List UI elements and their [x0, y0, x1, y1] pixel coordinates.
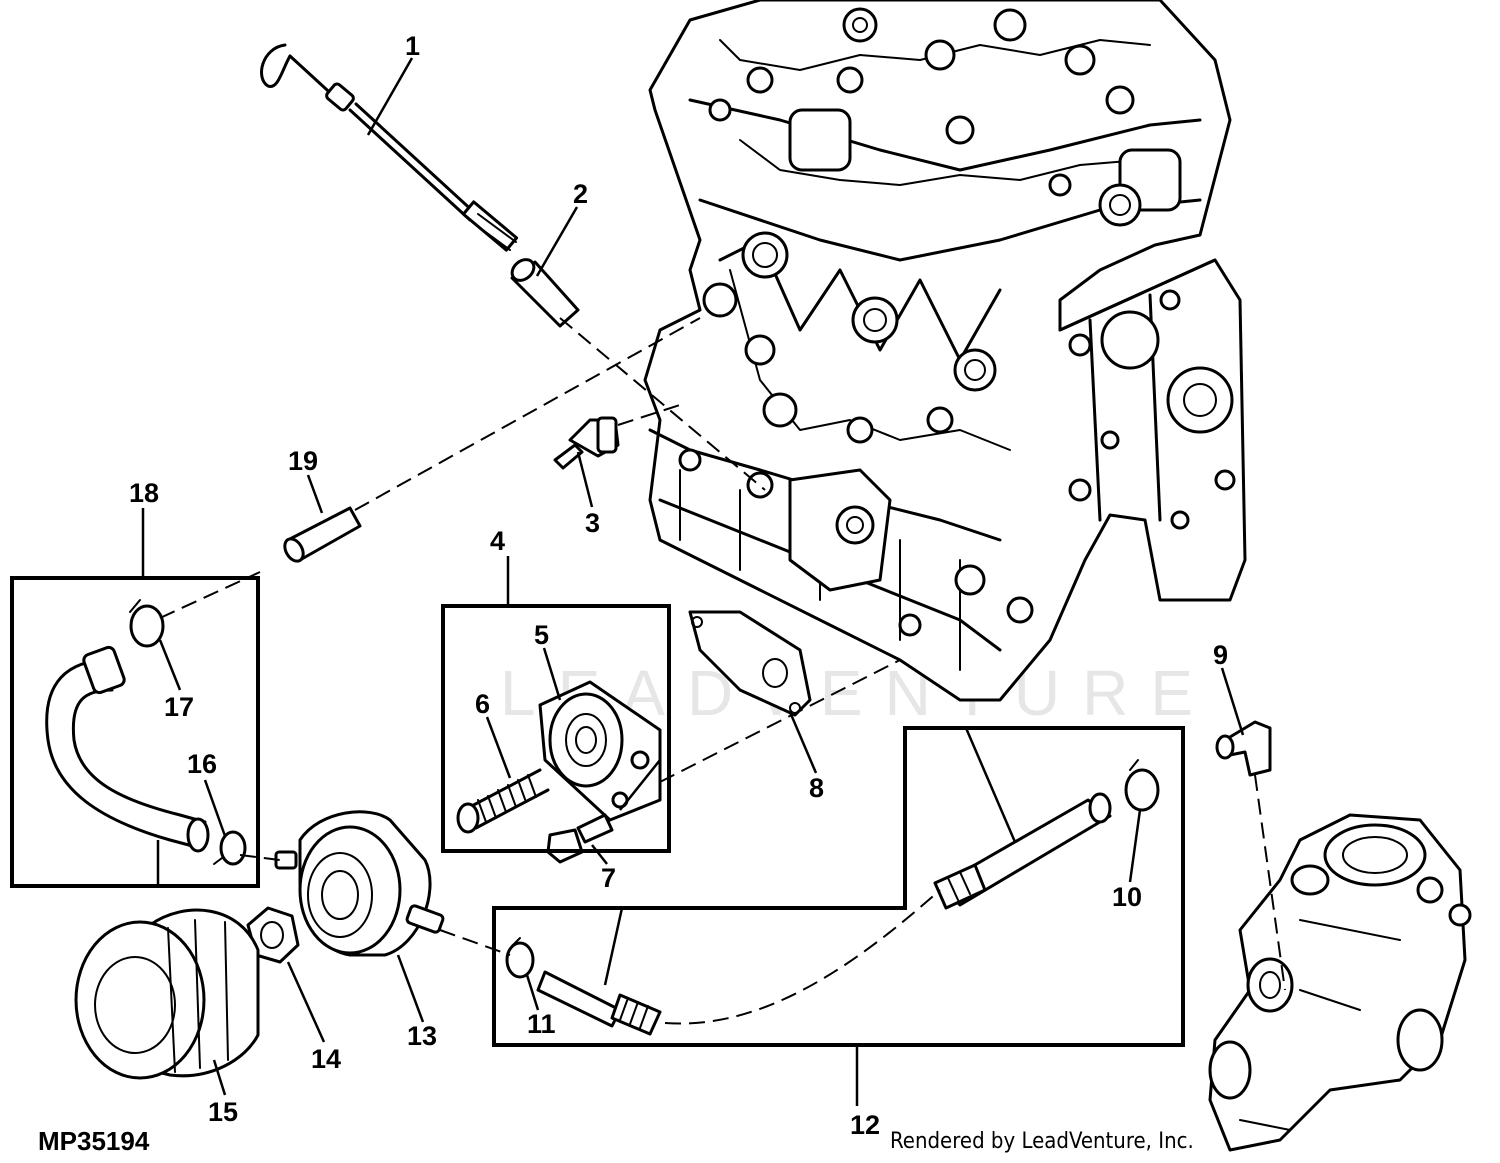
callout-10: 10: [1112, 882, 1142, 912]
group-box-12: [492, 726, 1185, 1047]
callout-15: 15: [208, 1097, 238, 1127]
tube-19-part: [283, 506, 362, 563]
leader-lines: [141, 57, 1245, 1106]
elbow-fitting-part: [1215, 720, 1272, 777]
callout-14: 14: [311, 1044, 341, 1074]
hose-12-part: [536, 792, 1112, 1036]
engine-block: [643, 0, 1247, 702]
credit-text: Rendered by LeadVenture, Inc.: [890, 1129, 1194, 1154]
callout-11: 11: [527, 1009, 556, 1039]
water-pump-housing: [1208, 813, 1472, 1152]
callout-17: 17: [164, 692, 194, 722]
oil-pressure-switch-part: [553, 416, 620, 470]
clamp-11-part: [505, 937, 535, 979]
callout-7: 7: [601, 863, 616, 893]
callout-9: 9: [1213, 640, 1228, 670]
dashed-connection-lines: [159, 317, 1286, 1025]
oil-cooler-part: [274, 810, 445, 957]
callout-5: 5: [534, 620, 549, 650]
cap-screw-part: [546, 813, 614, 864]
callout-16: 16: [187, 749, 217, 779]
callout-8: 8: [809, 773, 824, 803]
group-box-4: [441, 604, 671, 853]
gasket-part: [688, 610, 812, 717]
clamp-10-part: [1124, 759, 1160, 812]
callout-13: 13: [407, 1021, 437, 1051]
clamp-17-part: [129, 599, 165, 648]
callout-6: 6: [475, 689, 490, 719]
hose-18-part: [45, 645, 210, 853]
dipstick-tube-part: [510, 258, 580, 328]
callout-12: 12: [850, 1110, 880, 1140]
callout-19: 19: [288, 446, 318, 476]
callout-2: 2: [573, 179, 588, 209]
figure-id: MP35194: [38, 1126, 150, 1156]
dipstick-part: [260, 43, 519, 252]
oil-filter-base-part: [538, 680, 662, 822]
callout-4: 4: [490, 526, 505, 556]
callout-18: 18: [129, 478, 159, 508]
group-box-18: [10, 576, 260, 888]
spring-part: [456, 768, 550, 834]
clamp-16-part: [213, 830, 247, 866]
oil-filter-part: [74, 908, 260, 1080]
callout-1: 1: [405, 31, 420, 61]
callout-3: 3: [585, 508, 600, 538]
callout-labels: 1 2 3 4 5 6 7 8 9 10 11 12 13 14 15 16 1…: [129, 31, 1228, 1140]
